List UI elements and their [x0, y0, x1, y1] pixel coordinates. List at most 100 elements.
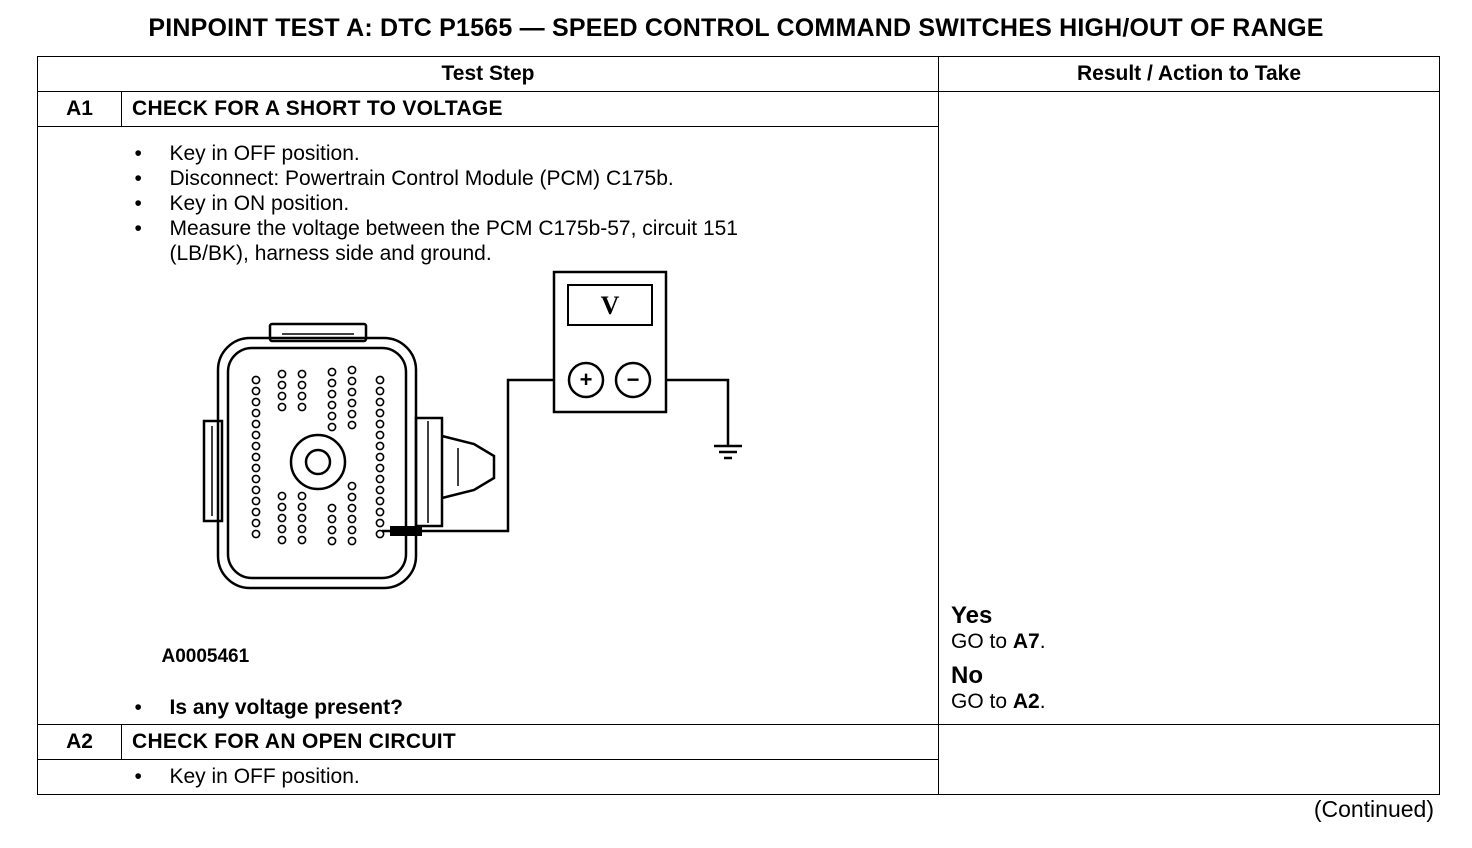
step-instructions-a1: Key in OFF position. Disconnect: Powertr… [122, 127, 939, 266]
step-body-spacer-a2 [37, 759, 122, 795]
connector-diagram: V + − [202, 270, 742, 590]
connector-pin [251, 529, 260, 539]
connector-pin [327, 514, 336, 524]
step-question-a1: •Is any voltage present? [134, 696, 403, 719]
connector-pin [251, 507, 260, 517]
connector-pin [277, 402, 286, 412]
connector-pin [277, 535, 286, 545]
step-instructions-a2: Key in OFF position. [122, 760, 939, 789]
step-title-a1: CHECK FOR A SHORT TO VOLTAGE [121, 91, 939, 127]
connector-pin [251, 419, 260, 429]
connector-pin [251, 375, 260, 385]
connector-pin [375, 452, 384, 462]
connector-pin [277, 502, 286, 512]
column-header-test-step: Test Step [37, 56, 939, 92]
result-block-a1: Yes GO to A7. No GO to A2. [951, 603, 1046, 715]
connector-pin [277, 491, 286, 501]
connector-pin [375, 518, 384, 528]
column-header-result: Result / Action to Take [938, 56, 1440, 92]
connector-pin [297, 491, 306, 501]
connector-pin [327, 503, 336, 513]
connector-pin [297, 524, 306, 534]
connector-pin [347, 365, 356, 375]
connector-pin [347, 420, 356, 430]
connector-pin [375, 386, 384, 396]
meter-display-label: V [600, 291, 619, 320]
pinpoint-test-table: Test Step Result / Action to Take A1 CHE… [37, 56, 1440, 795]
connector-pin [327, 422, 336, 432]
connector-pin [297, 369, 306, 379]
connector-pin [327, 400, 336, 410]
connector-pin [327, 367, 336, 377]
connector-pin [375, 397, 384, 407]
connector-pin [375, 419, 384, 429]
connector-pin [297, 380, 306, 390]
connector-pin [347, 536, 356, 546]
minus-terminal-label: − [626, 367, 639, 392]
connector-pin [375, 529, 384, 539]
connector-pin [251, 386, 260, 396]
connector-pin [375, 496, 384, 506]
step-title-a2: CHECK FOR AN OPEN CIRCUIT [121, 724, 939, 760]
instruction-item: Measure the voltage between the PCM C175… [132, 216, 939, 266]
connector-pin [277, 524, 286, 534]
connector-pin [251, 397, 260, 407]
connector-pin [297, 402, 306, 412]
goto-a2-link[interactable]: A2 [1012, 690, 1040, 713]
connector-pin [277, 380, 286, 390]
connector-pin [347, 525, 356, 535]
connector-pin [347, 481, 356, 491]
connector-pin [251, 474, 260, 484]
connector-measurement-figure: V + − A0005461 [122, 266, 922, 696]
connector-pin [251, 408, 260, 418]
result-no-action: GO to A2. [951, 690, 1046, 713]
goto-a7-link[interactable]: A7 [1012, 630, 1040, 653]
connector-pin [251, 441, 260, 451]
step-id-a2: A2 [37, 724, 122, 760]
connector-pin [375, 463, 384, 473]
result-yes-label: Yes [951, 602, 993, 629]
step-body-a1: Key in OFF position. Disconnect: Powertr… [121, 126, 939, 725]
connector-pin [347, 376, 356, 386]
result-yes-action: GO to A7. [951, 630, 1046, 653]
connector-pin [277, 391, 286, 401]
result-cell-a1: Yes GO to A7. No GO to A2. [938, 91, 1440, 725]
connector-pins [251, 365, 384, 546]
connector-pin [347, 503, 356, 513]
connector-pin [347, 409, 356, 419]
instruction-item: Key in OFF position. [132, 141, 939, 166]
connector-pin [251, 452, 260, 462]
connector-pin [297, 535, 306, 545]
connector-pin [347, 492, 356, 502]
connector-pin [347, 398, 356, 408]
connector-pin [251, 485, 260, 495]
plus-terminal-label: + [579, 367, 592, 392]
step-body-spacer-a1 [37, 126, 122, 725]
connector-pin [327, 536, 336, 546]
connector-pin [375, 485, 384, 495]
connector-pin [327, 525, 336, 535]
result-cell-a2 [938, 724, 1440, 795]
connector-pin [327, 389, 336, 399]
instruction-item: Key in OFF position. [132, 764, 939, 789]
figure-id: A0005461 [161, 646, 250, 667]
connector-pin [297, 513, 306, 523]
page-title: PINPOINT TEST A: DTC P1565 — SPEED CONTR… [148, 14, 1324, 42]
connector-pin [375, 474, 384, 484]
connector-pin [297, 502, 306, 512]
connector-pin [251, 430, 260, 440]
result-no-label: No [951, 662, 983, 689]
connector-pin [375, 375, 384, 385]
connector-pin [347, 387, 356, 397]
connector-pin [297, 391, 306, 401]
connector-pin [327, 378, 336, 388]
connector-pin [375, 430, 384, 440]
connector-pin [277, 513, 286, 523]
step-body-a2: Key in OFF position. [121, 759, 939, 795]
connector-pin [375, 408, 384, 418]
continued-label: (Continued) [1313, 796, 1434, 822]
ground-icon [713, 444, 742, 460]
connector-pin [375, 507, 384, 517]
connector-pin [347, 514, 356, 524]
connector-pin [251, 518, 260, 528]
